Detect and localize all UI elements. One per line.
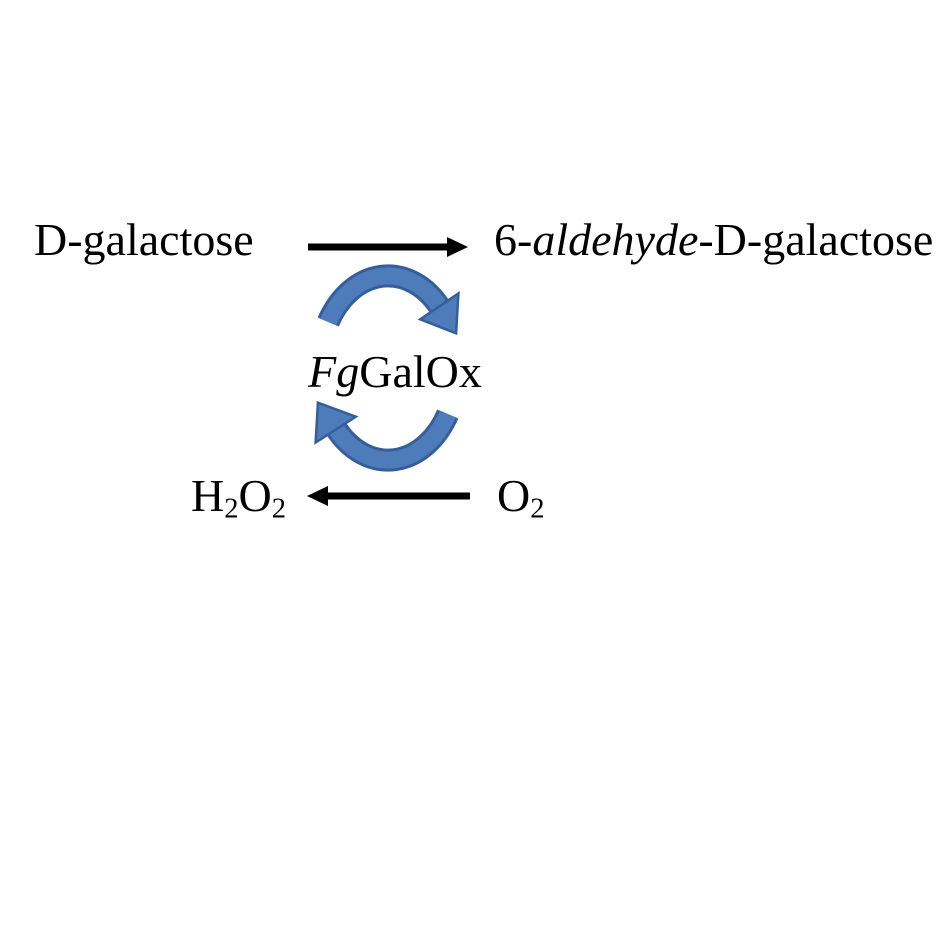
cosubstrate-element: O — [497, 470, 531, 521]
product-label: 6-aldehyde-D-galactose — [494, 217, 933, 263]
forward-arrow-head — [447, 237, 468, 257]
byproduct-element-1: H — [191, 470, 225, 521]
enzyme-roman-part: GalOx — [359, 346, 482, 397]
cycle-top-arrow-head — [417, 291, 460, 336]
byproduct-element-2: O — [238, 470, 272, 521]
product-italic-part: aldehyde — [532, 214, 699, 265]
enzyme-italic-part: Fg — [308, 346, 360, 397]
product-suffix: -D-galactose — [698, 214, 934, 265]
product-prefix: 6- — [494, 214, 533, 265]
substrate-label: D-galactose — [34, 217, 254, 263]
catalytic-cycle-bottom-arrow — [314, 400, 459, 472]
forward-reaction-arrow — [308, 237, 468, 257]
cosubstrate-subscript: 2 — [530, 493, 545, 525]
cosubstrate-arrow-head — [307, 486, 328, 506]
cosubstrate-arrow-shaft — [327, 492, 470, 500]
cycle-bottom-arrow-head — [314, 400, 359, 445]
forward-arrow-shaft — [308, 243, 448, 251]
substrate-text: D-galactose — [34, 214, 254, 265]
cosubstrate-label: O2 — [497, 470, 545, 524]
cycle-top-arc-fill — [320, 267, 447, 326]
byproduct-label: H2O2 — [191, 470, 286, 524]
enzyme-label: FgGalOx — [295, 349, 495, 395]
cycle-bottom-arc-fill — [329, 410, 456, 469]
byproduct-subscript-1: 2 — [224, 493, 239, 525]
byproduct-subscript-2: 2 — [271, 493, 286, 525]
cosubstrate-arrow — [307, 486, 470, 506]
catalytic-cycle-top-arrow — [317, 264, 460, 336]
